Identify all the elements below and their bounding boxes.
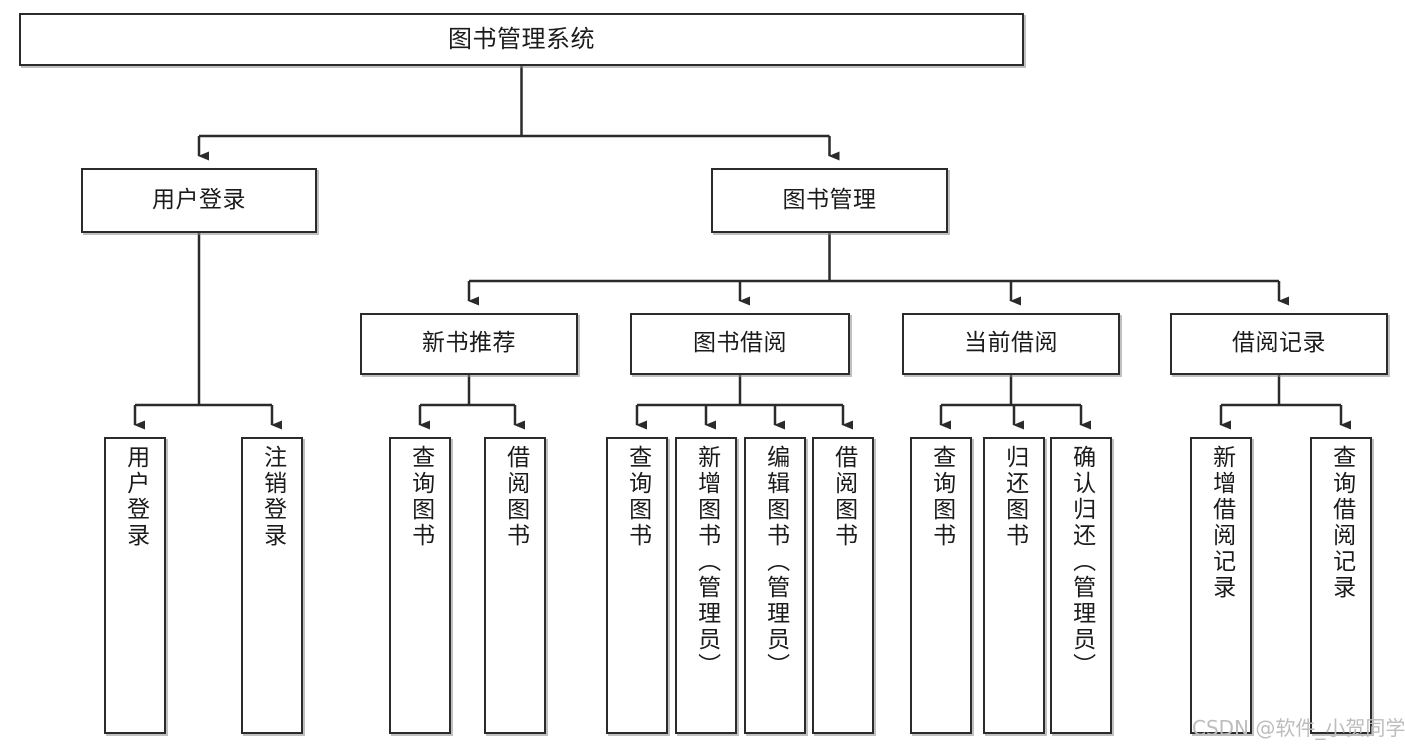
node-label: 编辑图书（管理员） bbox=[762, 445, 789, 679]
node-label: 新增图书（管理员） bbox=[693, 445, 720, 679]
leaf-br-query-record[interactable]: 查询借阅记录 bbox=[1310, 437, 1372, 734]
leaf-user-logout[interactable]: 注销登录 bbox=[241, 437, 303, 734]
node-book-borrow[interactable]: 图书借阅 bbox=[630, 313, 850, 375]
node-label: 确认归还（管理员） bbox=[1068, 445, 1095, 679]
leaf-bb-borrow-book[interactable]: 借阅图书 bbox=[812, 437, 874, 734]
node-label: 借阅图书 bbox=[502, 445, 529, 549]
node-user-login[interactable]: 用户登录 bbox=[81, 168, 317, 233]
node-label: 注销登录 bbox=[259, 445, 286, 549]
leaf-user-login[interactable]: 用户登录 bbox=[104, 437, 166, 734]
node-label: 查询图书 bbox=[928, 445, 955, 549]
node-label: 借阅记录 bbox=[1232, 330, 1326, 357]
node-label: 查询借阅记录 bbox=[1328, 445, 1355, 601]
csdn-watermark: CSDN @软件_小贺同学 bbox=[1192, 716, 1405, 740]
node-label: 图书借阅 bbox=[693, 330, 787, 357]
node-label: 查询图书 bbox=[624, 445, 651, 549]
node-label: 图书管理 bbox=[782, 186, 877, 213]
leaf-nbr-borrow-book[interactable]: 借阅图书 bbox=[484, 437, 546, 734]
node-label: 新增借阅记录 bbox=[1208, 445, 1235, 601]
node-borrow-record[interactable]: 借阅记录 bbox=[1170, 313, 1388, 375]
node-new-book-recommend[interactable]: 新书推荐 bbox=[360, 313, 578, 375]
node-label: 当前借阅 bbox=[964, 330, 1058, 357]
node-label: 用户登录 bbox=[122, 445, 149, 549]
node-label: 图书管理系统 bbox=[448, 25, 595, 54]
node-current-borrow[interactable]: 当前借阅 bbox=[902, 313, 1120, 375]
node-label: 新书推荐 bbox=[422, 330, 516, 357]
node-label: 查询图书 bbox=[407, 445, 434, 549]
leaf-nbr-query-book[interactable]: 查询图书 bbox=[389, 437, 451, 734]
node-label: 用户登录 bbox=[152, 186, 246, 213]
leaf-cb-confirm-return[interactable]: 确认归还（管理员） bbox=[1050, 437, 1112, 734]
node-root-system[interactable]: 图书管理系统 bbox=[19, 13, 1024, 66]
node-book-manage[interactable]: 图书管理 bbox=[711, 168, 948, 233]
node-label: 归还图书 bbox=[1001, 445, 1028, 549]
leaf-bb-query-book[interactable]: 查询图书 bbox=[606, 437, 668, 734]
leaf-cb-return-book[interactable]: 归还图书 bbox=[983, 437, 1045, 734]
leaf-bb-add-book[interactable]: 新增图书（管理员） bbox=[675, 437, 737, 734]
leaf-cb-query-book[interactable]: 查询图书 bbox=[910, 437, 972, 734]
leaf-br-add-record[interactable]: 新增借阅记录 bbox=[1190, 437, 1252, 734]
node-label: 借阅图书 bbox=[830, 445, 857, 549]
leaf-bb-edit-book[interactable]: 编辑图书（管理员） bbox=[744, 437, 806, 734]
